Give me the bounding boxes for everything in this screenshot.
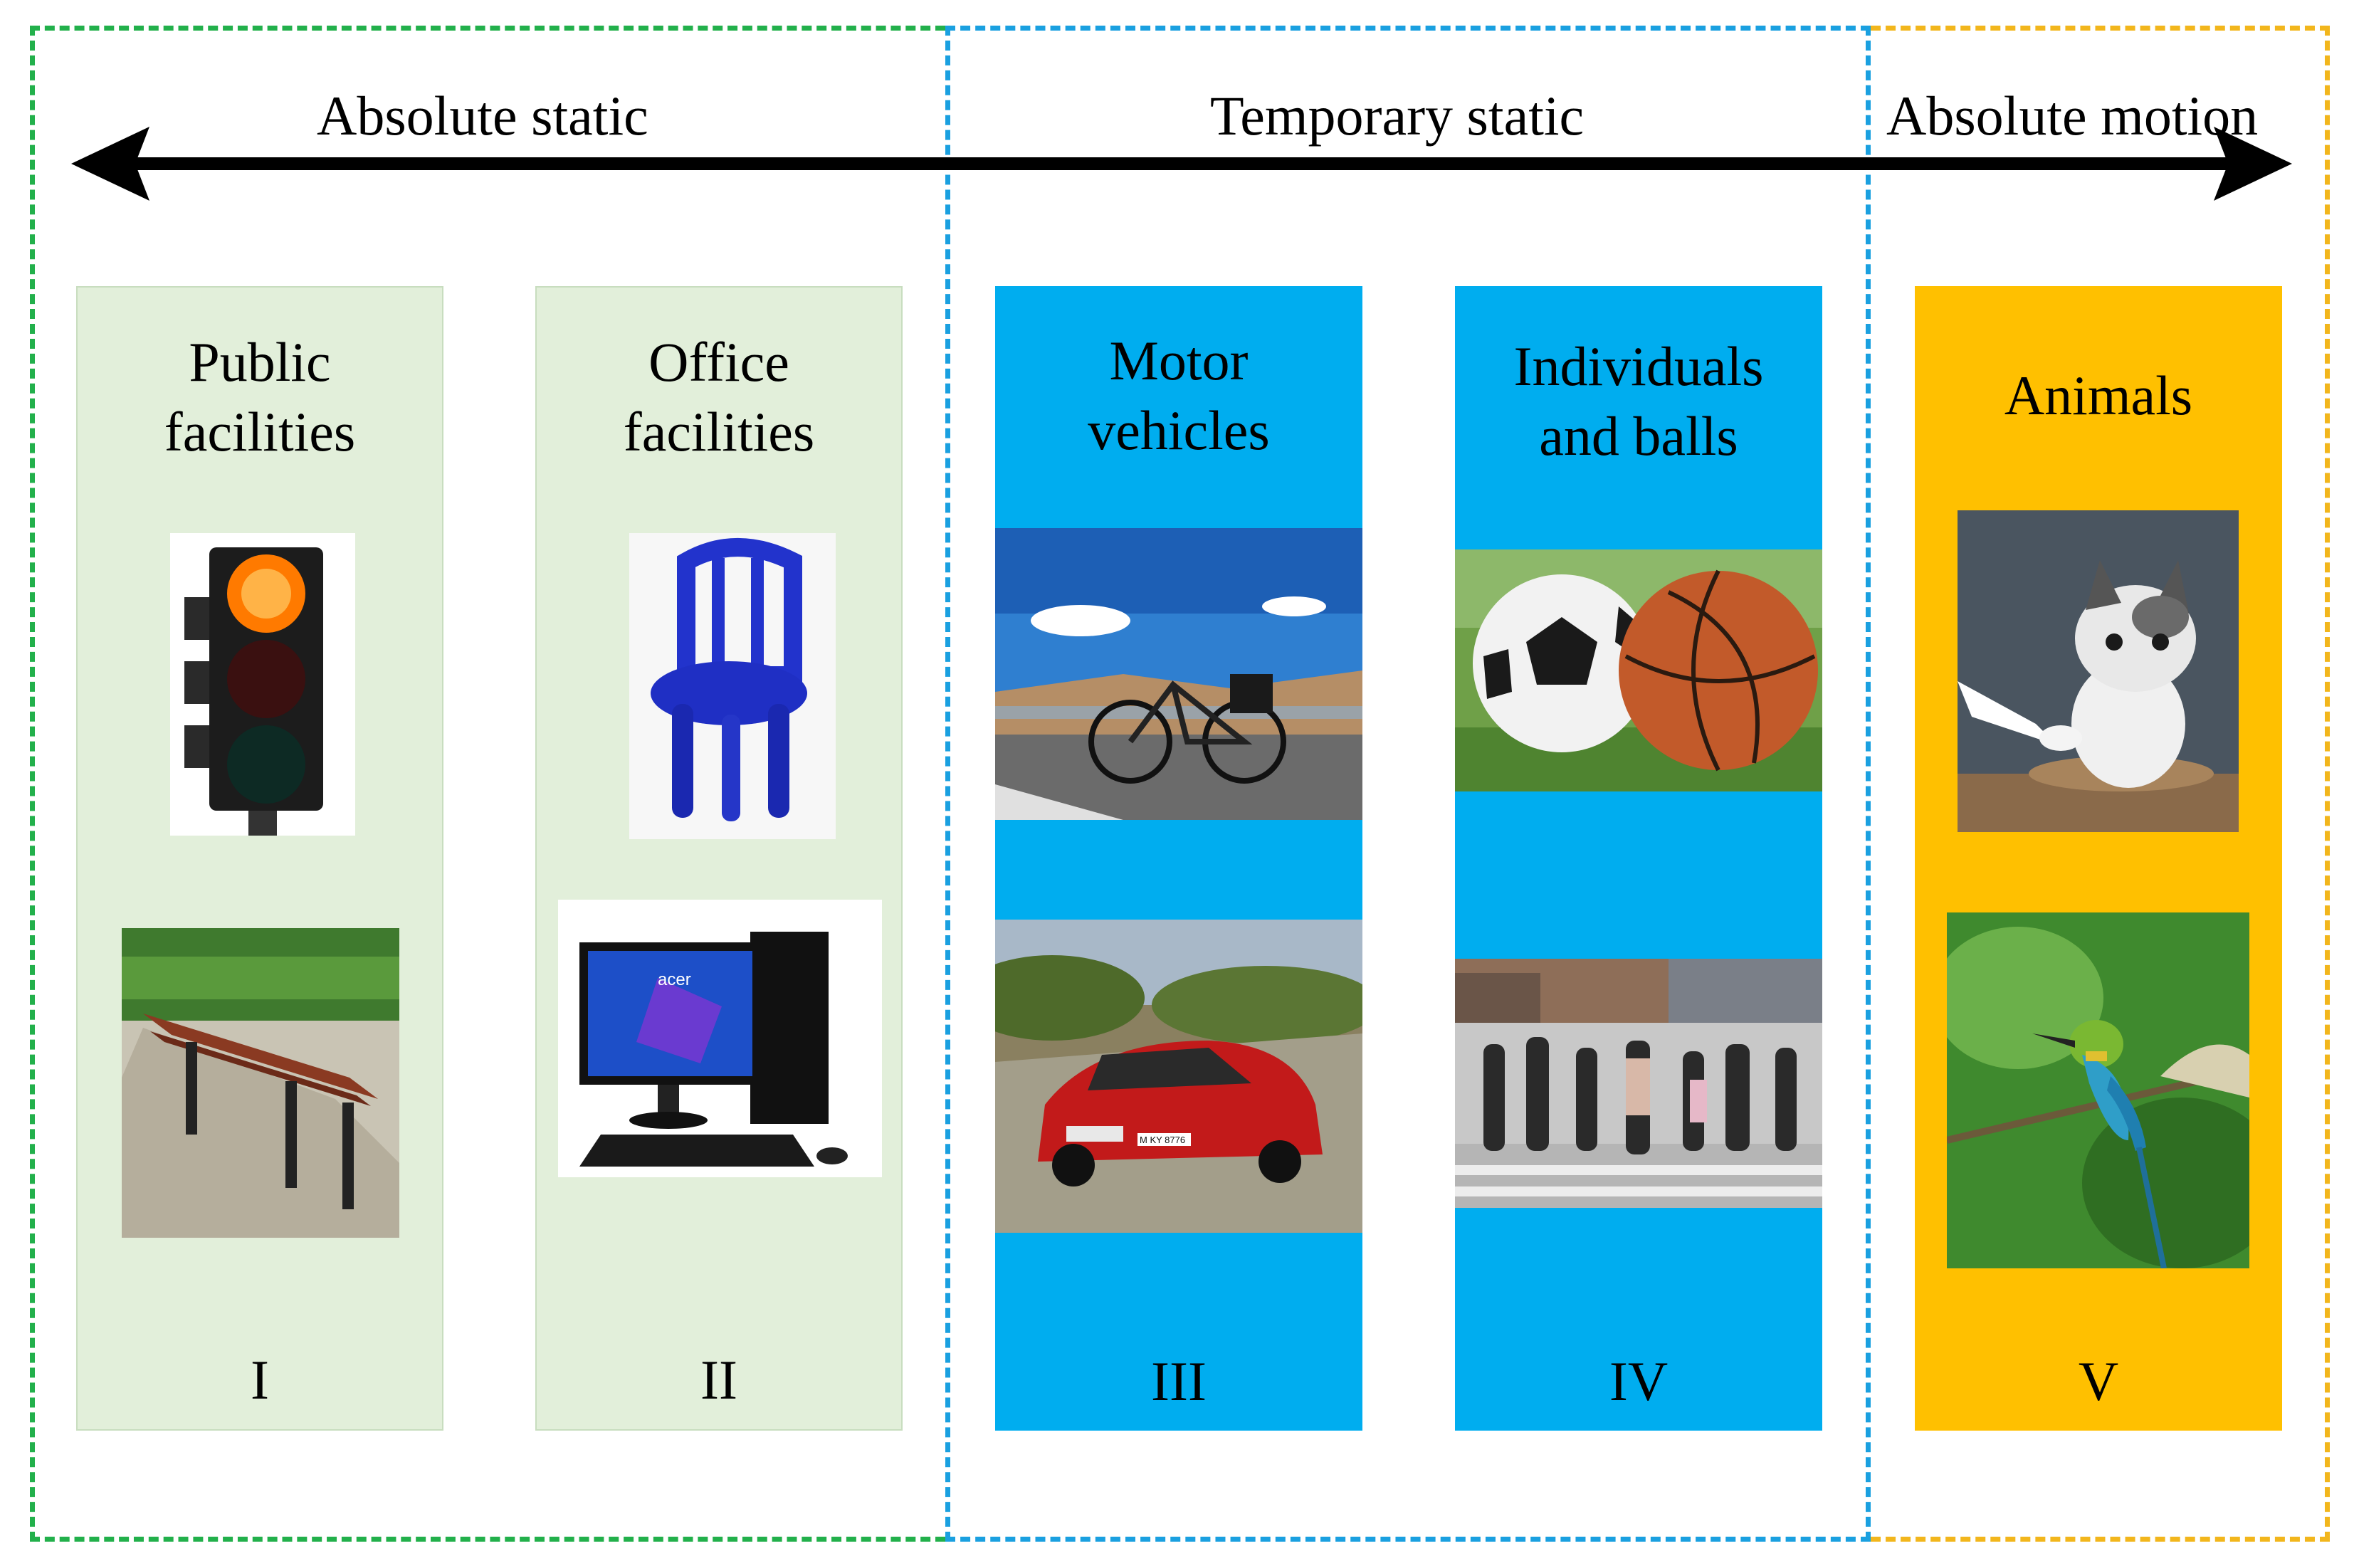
column-animals: Animals [1915, 286, 2282, 1431]
column-numeral: III [1151, 1350, 1207, 1412]
column-numeral: II [700, 1349, 737, 1411]
column-public-facilities: Public facilities I [76, 286, 443, 1431]
column-title: Office facilities [623, 331, 815, 463]
absolute-static-zone [30, 26, 945, 1542]
axis-label-temporary-static: Temporary static [1210, 85, 1585, 147]
column-motor-vehicles: Motor vehicles [995, 286, 1362, 1431]
column-title: Motor vehicles [1088, 330, 1270, 461]
column-office-facilities: Office facilities acer II [535, 286, 903, 1431]
absolute-motion-zone [1871, 26, 2330, 1542]
monitor-brand-text: acer [658, 970, 691, 989]
bench-photo [122, 928, 399, 1238]
chair-photo [629, 533, 836, 839]
bird-photo [1947, 912, 2249, 1268]
red-car-photo: M KY 8776 [995, 920, 1362, 1233]
axis-label-absolute-static: Absolute static [317, 85, 648, 147]
balls-photo [1455, 549, 1822, 791]
column-individuals-and-balls: Individuals and balls [1455, 286, 1822, 1431]
temporary-static-zone [945, 26, 1871, 1542]
column-numeral: IV [1609, 1350, 1669, 1412]
kitten-photo [1958, 510, 2239, 832]
column-title: Individuals and balls [1513, 335, 1764, 467]
computer-photo: acer [558, 900, 882, 1177]
column-numeral: I [251, 1349, 269, 1411]
pedestrians-photo [1455, 959, 1822, 1208]
axis-label-absolute-motion: Absolute motion [1886, 85, 2259, 147]
bicycle-photo [995, 528, 1362, 820]
column-title: Animals [2004, 364, 2193, 426]
license-plate-text: M KY 8776 [1140, 1135, 1185, 1145]
traffic-light-photo [170, 533, 355, 836]
double-headed-arrow [71, 127, 2292, 201]
column-numeral: V [2078, 1350, 2119, 1412]
column-title: Public facilities [164, 331, 356, 463]
